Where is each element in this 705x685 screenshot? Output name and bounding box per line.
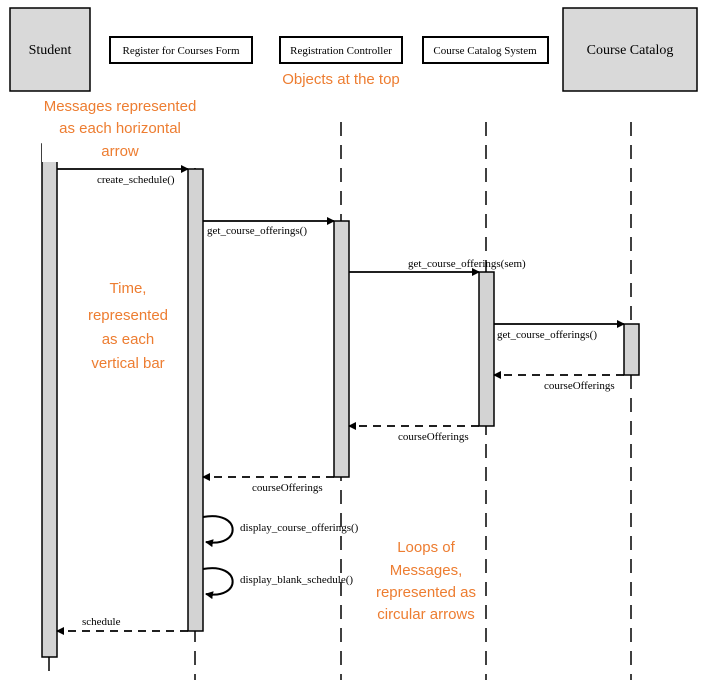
activation-catalog (623, 323, 640, 376)
activation-controller (333, 220, 350, 478)
svg-text:Loops of: Loops of (397, 539, 455, 556)
svg-text:Messages represented: Messages represented (44, 98, 197, 115)
message-labels: create_schedule() get_course_offerings()… (82, 174, 615, 628)
svg-text:Course Catalog System: Course Catalog System (433, 45, 537, 57)
message-label-display-course-offerings: display_course_offerings() (240, 522, 359, 534)
message-label-course-offerings-1: courseOfferings (544, 380, 615, 392)
svg-text:Registration Controller: Registration Controller (290, 45, 392, 57)
svg-text:as each horizontal: as each horizontal (59, 120, 181, 137)
message-label-schedule: schedule (82, 616, 121, 628)
message-label-get-course-offerings-sem: get_course_offerings(sem) (408, 258, 526, 270)
message-label-create-schedule: create_schedule() (97, 174, 175, 186)
object-register-form: Register for Courses Form (109, 36, 253, 64)
annotation-time: Time, represented as each vertical bar (73, 276, 183, 374)
svg-text:Objects at the top: Objects at the top (282, 71, 400, 88)
svg-text:Course Catalog: Course Catalog (587, 43, 674, 58)
object-course-catalog: Course Catalog (562, 7, 698, 92)
svg-text:arrow: arrow (101, 143, 139, 160)
object-registration-controller: Registration Controller (279, 36, 403, 64)
object-student: Student (9, 7, 91, 92)
self-loop-display-course-offerings (202, 515, 234, 548)
message-label-course-offerings-3: courseOfferings (252, 482, 323, 494)
activation-student (41, 143, 58, 658)
message-label-get-course-offerings-1: get_course_offerings() (207, 225, 307, 237)
object-course-catalog-system: Course Catalog System (422, 36, 549, 64)
self-loops (202, 515, 234, 600)
svg-text:represented: represented (88, 307, 168, 324)
message-label-display-blank-schedule: display_blank_schedule() (240, 574, 353, 586)
svg-text:Register for Courses Form: Register for Courses Form (122, 45, 239, 57)
message-label-course-offerings-2: courseOfferings (398, 431, 469, 443)
svg-text:represented as: represented as (376, 584, 476, 601)
annotation-objects: Objects at the top (282, 71, 400, 88)
sync-messages (57, 165, 625, 328)
svg-text:Messages,: Messages, (390, 562, 463, 579)
activation-catalog-system (478, 271, 495, 427)
return-messages (56, 371, 624, 635)
annotation-messages: Messages represented as each horizontal … (42, 92, 242, 162)
svg-text:as each: as each (102, 331, 155, 348)
annotation-loops: Loops of Messages, represented as circul… (372, 534, 482, 626)
message-label-get-course-offerings-2: get_course_offerings() (497, 329, 597, 341)
activation-bars (41, 143, 640, 658)
activation-form (187, 168, 204, 632)
svg-text:Student: Student (29, 43, 72, 58)
svg-text:circular arrows: circular arrows (377, 606, 475, 623)
self-loop-display-blank-schedule (202, 567, 234, 600)
svg-text:vertical bar: vertical bar (91, 355, 164, 372)
svg-text:Time,: Time, (110, 280, 147, 297)
annotations: Objects at the top Messages represented … (42, 71, 482, 626)
